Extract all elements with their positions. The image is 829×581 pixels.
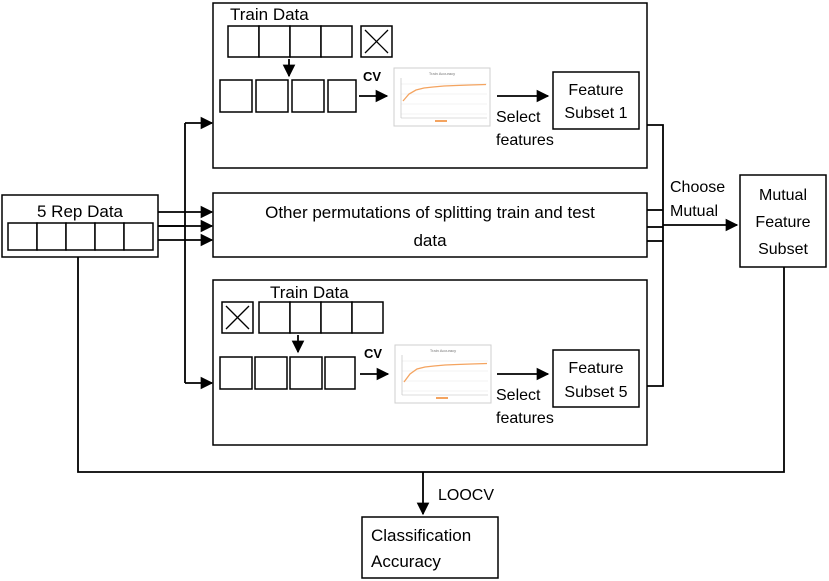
fold5-feature-subset-box: Feature Subset 5 [552,349,640,408]
fold5-train-cells [258,301,384,334]
mutual-line2: Feature [755,214,810,231]
fold5-train-label: Train Data [270,283,349,302]
fold5-accuracy-chart: Train Accuracy [394,344,492,404]
fold1-chart-title: Train Accuracy [429,71,455,76]
fold5-subset-line2: Subset 5 [564,384,627,401]
fold1-cv-cells [219,79,357,113]
rep-data-box: 5 Rep Data [1,194,159,258]
fold1-select-line1: Select [496,109,541,126]
rep-data-cells [7,222,154,251]
fold1-feature-subset-box: Feature Subset 1 [552,71,640,130]
fold5-cv-cells [219,356,356,390]
fold1-select-line2: features [496,132,554,149]
fold5-held-out-cell [221,301,254,334]
classification-line2: Accuracy [371,552,441,571]
fold1-train-label: Train Data [230,5,309,24]
rep-data-title: 5 Rep Data [37,202,124,221]
fold5-chart-title: Train Accuracy [430,348,456,353]
merge-connectors [647,124,739,387]
loocv-connectors [77,257,785,516]
fold5-subset-line1: Feature [568,360,623,377]
fold1-accuracy-curve [402,83,487,102]
split-connectors [158,116,214,390]
middle-line2: data [413,231,447,250]
loocv-label: LOOCV [438,487,494,504]
fold5-accuracy-curve [403,362,488,383]
fold5-select-line2: features [496,410,554,427]
classification-accuracy-box: Classification Accuracy [361,516,499,579]
fold1-held-out-cell [360,25,393,58]
fold1-subset-line1: Feature [568,82,623,99]
fold1-accuracy-chart: Train Accuracy [393,67,491,127]
fold1-cv-label: CV [363,69,381,84]
mutual-feature-subset-box: Mutual Feature Subset [739,174,827,268]
fold1-subset-line2: Subset 1 [564,105,627,122]
classification-line1: Classification [371,526,471,545]
choose-line1: Choose [670,179,725,196]
fold1-train-cells [227,25,353,58]
choose-line2: Mutual [670,203,718,220]
mutual-line1: Mutual [759,187,807,204]
other-permutations-box: Other permutations of splitting train an… [212,192,648,258]
fold5-cv-label: CV [364,346,382,361]
fold5-select-line1: Select [496,387,541,404]
fold5-panel: Train Data CV Train Accuracy [212,279,648,446]
fold1-panel: Train Data CV Train Accuracy [212,2,648,169]
mutual-line3: Subset [758,241,808,258]
middle-line1: Other permutations of splitting train an… [265,203,595,222]
